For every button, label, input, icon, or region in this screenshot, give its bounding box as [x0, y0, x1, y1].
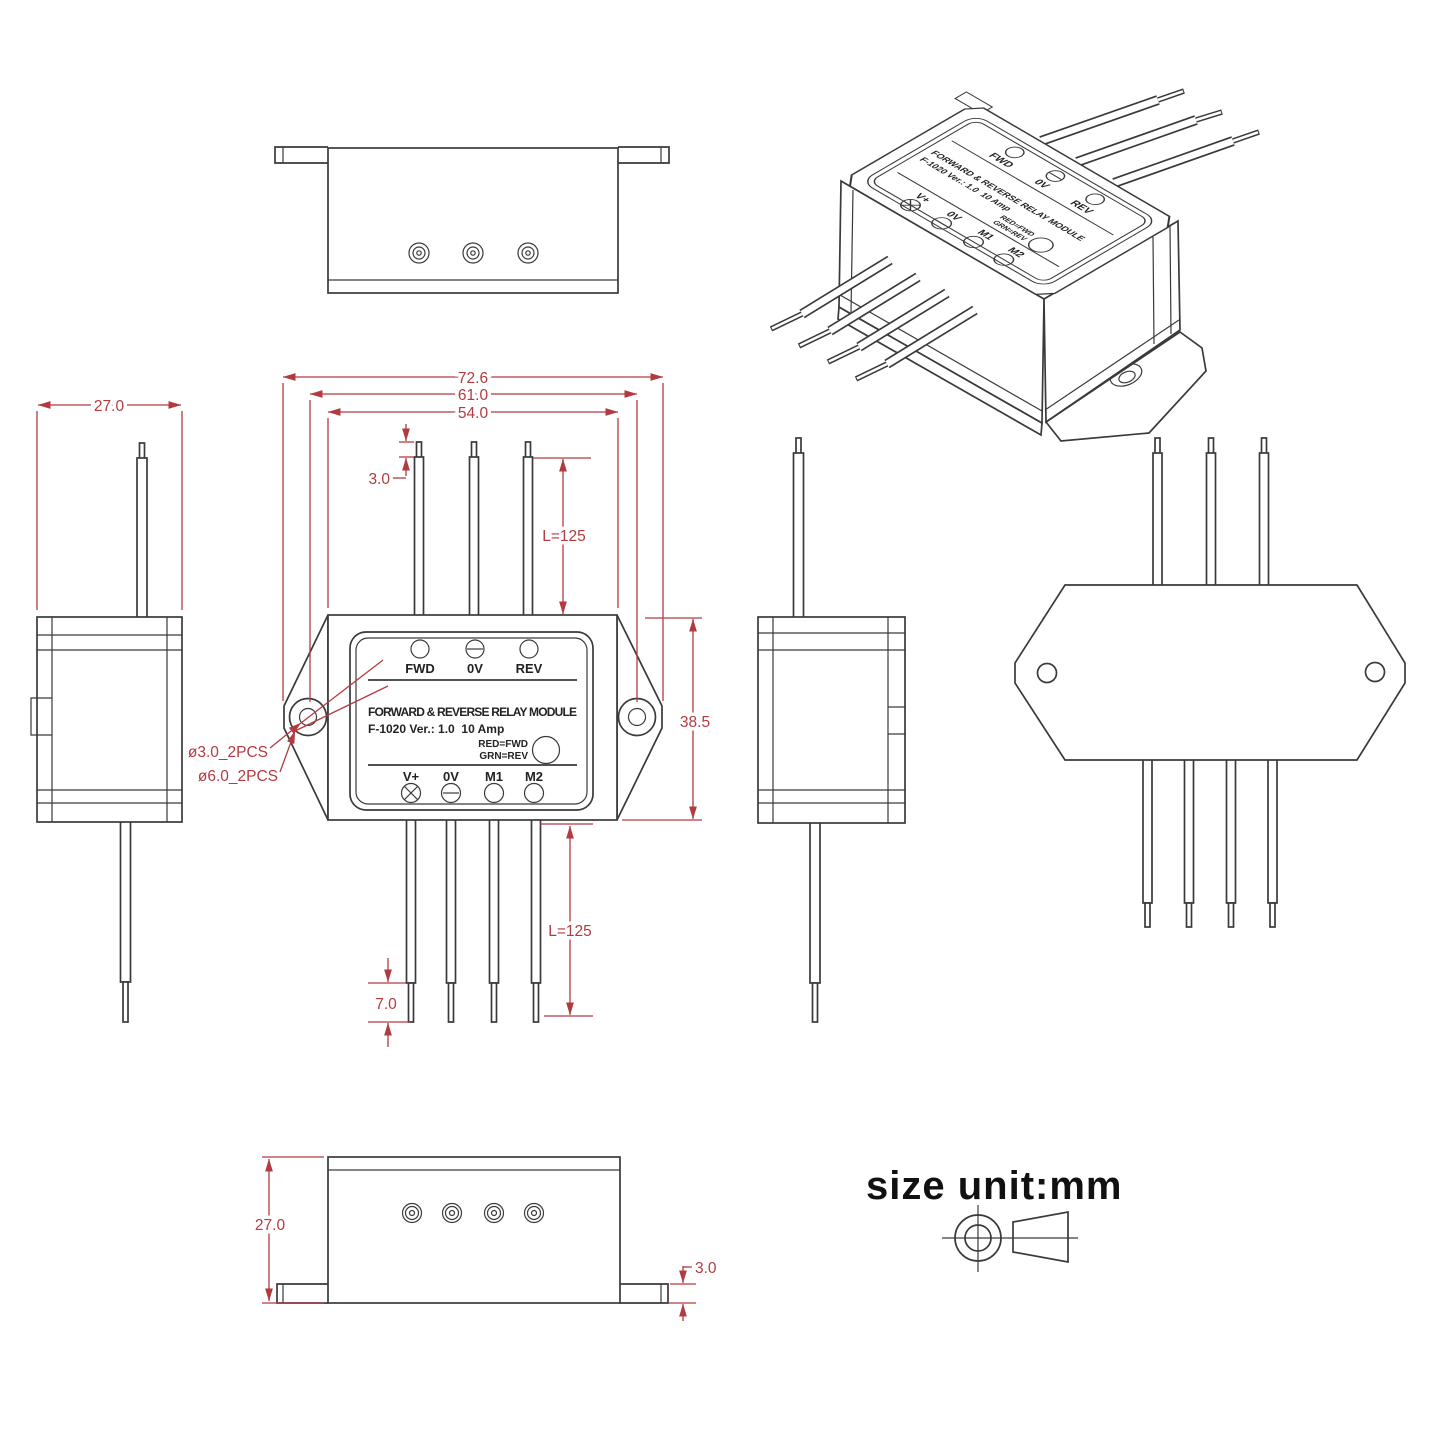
terminal-label-m1: M1 [485, 769, 503, 784]
bottom-wires [1142, 756, 1278, 928]
terminal-rivet [441, 1202, 463, 1224]
unit-note: size unit:mm [866, 1164, 1122, 1208]
wire-tip [138, 442, 146, 460]
module-top-face: FWD 0V REV FORWARD & REVERSE RELAY MODUL… [848, 91, 1171, 295]
left-side-view [30, 442, 183, 1023]
wire [1075, 109, 1223, 167]
wire [826, 288, 950, 365]
mounting-hole [288, 697, 328, 737]
wire-tip [122, 981, 129, 1023]
terminal-0v [931, 217, 953, 230]
wire-tip [795, 437, 802, 455]
terminal-vplus [899, 199, 921, 212]
wire [769, 255, 893, 332]
dim-overall-width: 72.6 [458, 370, 488, 387]
wire-tip [811, 982, 819, 1023]
led-indicator [531, 735, 561, 765]
terminal-label-m2: M2 [525, 769, 543, 784]
projection-circle-icon [954, 1214, 1002, 1262]
bottom-view [276, 1156, 669, 1304]
led-indicator [1027, 237, 1054, 253]
wire [136, 457, 148, 619]
dim-side-depth: 27.0 [94, 398, 125, 415]
led-note-grn: GRN=REV [479, 751, 528, 762]
terminal-rev [519, 639, 539, 659]
terminal-0v [440, 782, 462, 804]
terminal-label-rev: REV [516, 661, 543, 676]
terminal-m2 [523, 782, 545, 804]
top-wires [413, 441, 534, 617]
terminal-label-0v: 0V [467, 661, 483, 676]
base-plate [1014, 584, 1406, 761]
right-side-view [757, 437, 906, 1023]
back-view [1014, 437, 1406, 928]
top-wires [1152, 437, 1270, 589]
led-note-red: RED=FWD [478, 739, 528, 750]
front-view: FWD 0V REV FORWARD & REVERSE RELAY MODUL… [283, 441, 663, 1023]
terminal-m1 [483, 782, 505, 804]
wire [797, 272, 921, 349]
dim-hole-small: ø3.0_2PCS [188, 744, 268, 761]
mounting-hole [1036, 662, 1058, 684]
terminal-rev [1085, 193, 1106, 206]
top-view [274, 146, 670, 294]
bottom-wires [405, 818, 542, 1023]
dim-bottom-depth: 27.0 [255, 1217, 286, 1234]
dim-hole-big: ø6.0_2PCS [198, 768, 278, 785]
dim-wire-tip-top: 3.0 [368, 471, 390, 488]
wire [119, 820, 132, 983]
terminal-rivet [523, 1202, 545, 1224]
dim-wire-length-bottom: L=125 [548, 923, 592, 940]
dim-tab-thickness: 3.0 [695, 1260, 717, 1277]
dim-body-height: 38.5 [680, 714, 710, 731]
mounting-wing [283, 614, 329, 821]
wire [1112, 129, 1260, 188]
terminal-0v [1045, 170, 1066, 182]
projection-symbol [942, 1205, 1078, 1272]
wire-clip [30, 697, 52, 736]
terminal-rivet [483, 1202, 505, 1224]
dim-wire-length-top: L=125 [542, 528, 586, 545]
dim-wire-tip-bottom: 7.0 [375, 996, 397, 1013]
terminal-rivet [462, 242, 484, 264]
dim-hole-pitch: 61.0 [458, 387, 489, 404]
dimensions: 72.6 61.0 54.0 3.0 L=125 38.5 ø3.0_2PCS … [36, 367, 720, 1321]
projection-cone-icon [1012, 1210, 1069, 1264]
terminal-rivet [517, 242, 539, 264]
terminal-fwd [410, 639, 430, 659]
dim-body-width: 54.0 [458, 405, 489, 422]
terminal-m2 [993, 253, 1015, 266]
wire [792, 452, 805, 619]
size-unit-label: size unit:mm [866, 1164, 1122, 1208]
isometric-view: FWD 0V REV FORWARD & REVERSE RELAY MODUL… [769, 88, 1260, 442]
terminal-rivet [408, 242, 430, 264]
terminal-0v [465, 639, 485, 659]
wire [809, 821, 821, 984]
terminal-m1 [963, 235, 985, 249]
module-title: FORWARD & REVERSE RELAY MODULE [368, 705, 577, 719]
mounting-hole [1364, 661, 1386, 683]
terminal-fwd [1004, 146, 1025, 159]
wire [854, 305, 978, 382]
terminal-vplus [400, 782, 422, 804]
terminal-label-fwd: FWD [405, 661, 435, 676]
module-model: F-1020 Ver.: 1.0 10 Amp [368, 722, 504, 736]
terminal-label-0v: 0V [443, 769, 459, 784]
wire [1039, 88, 1185, 146]
terminal-label-vplus: V+ [403, 769, 420, 784]
terminal-rivet [401, 1202, 423, 1224]
wire-clip [888, 706, 905, 735]
